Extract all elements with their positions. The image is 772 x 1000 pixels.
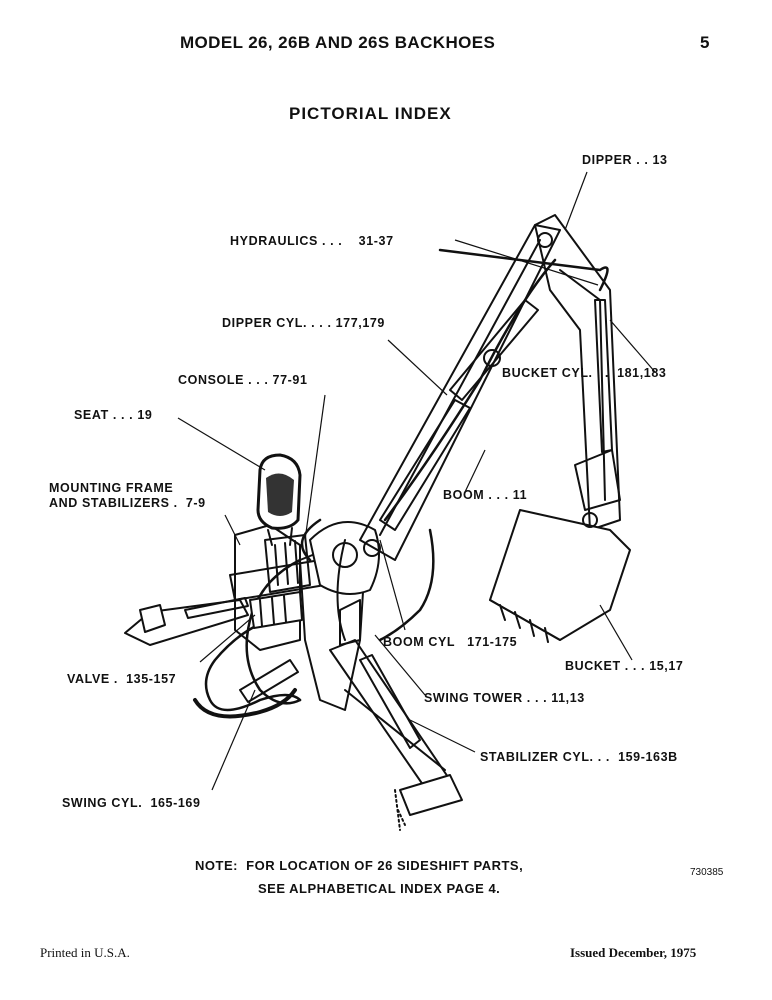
callout-bucket: BUCKET . . . 15,17: [565, 659, 684, 673]
leader-hydraulics: [454, 239, 599, 286]
leader-bucket-cyl: [609, 319, 656, 373]
callout-valve: VALVE . 135-157: [67, 672, 177, 686]
boom-cylinder: [379, 399, 471, 531]
callout-boom-cyl: BOOM CYL 171-175: [383, 635, 518, 649]
callout-seat: SEAT . . . 19: [74, 408, 153, 422]
page-number: 5: [700, 33, 710, 52]
console: [264, 534, 311, 593]
callout-mounting-frame-line2: AND STABILIZERS . 7-9: [49, 496, 206, 510]
note-line-2: SEE ALPHABETICAL INDEX PAGE 4.: [258, 881, 501, 896]
dipper-cylinder: [449, 299, 539, 401]
valve: [249, 591, 303, 629]
leader-swing-tower: [374, 634, 426, 696]
callout-bucket-cyl: BUCKET CYL. . . 181,183: [502, 366, 667, 380]
leader-valve: [199, 614, 256, 663]
footer-issued: Issued December, 1975: [570, 945, 697, 960]
callout-dipper-cyl: DIPPER CYL. . . . 177,179: [222, 316, 385, 330]
callout-swing-cyl: SWING CYL. 165-169: [62, 796, 201, 810]
leader-seat: [177, 417, 266, 471]
leader-boom: [464, 449, 486, 493]
leader-console: [304, 394, 326, 541]
dipper: [534, 214, 621, 531]
callout-mounting-frame-line1: MOUNTING FRAME: [49, 481, 174, 495]
boom: [359, 224, 561, 561]
leader-boom-cyl: [379, 539, 406, 631]
right-stabilizer-cylinder: [359, 654, 421, 749]
leader-swing-cyl: [211, 689, 256, 791]
callout-stabilizer-cyl: STABILIZER CYL. . . 159-163B: [480, 750, 678, 764]
callout-swing-tower: SWING TOWER . . . 11,13: [424, 691, 585, 705]
section-title: PICTORIAL INDEX: [289, 104, 452, 123]
note-line-1: NOTE: FOR LOCATION OF 26 SIDESHIFT PARTS…: [195, 858, 524, 873]
page-title: MODEL 26, 26B AND 26S BACKHOES: [180, 33, 496, 52]
leader-stabilizer-cyl: [409, 719, 476, 753]
figure-code: 730385: [690, 867, 724, 878]
callout-dipper: DIPPER . . 13: [582, 153, 668, 167]
callout-hydraulics: HYDRAULICS . . . 31-37: [230, 234, 394, 248]
left-stabilizer-cylinder: [184, 597, 249, 619]
leader-bucket: [599, 604, 633, 661]
callout-boom: BOOM . . . 11: [443, 488, 528, 502]
callout-console: CONSOLE . . . 77-91: [178, 373, 308, 387]
leader-mounting-frame: [224, 514, 241, 546]
leader-dipper: [564, 171, 588, 231]
swing-cylinder: [239, 659, 299, 703]
footer-printed: Printed in U.S.A.: [40, 945, 130, 960]
right-stabilizer-leg: [329, 639, 451, 796]
leader-dipper-cyl: [387, 339, 448, 396]
